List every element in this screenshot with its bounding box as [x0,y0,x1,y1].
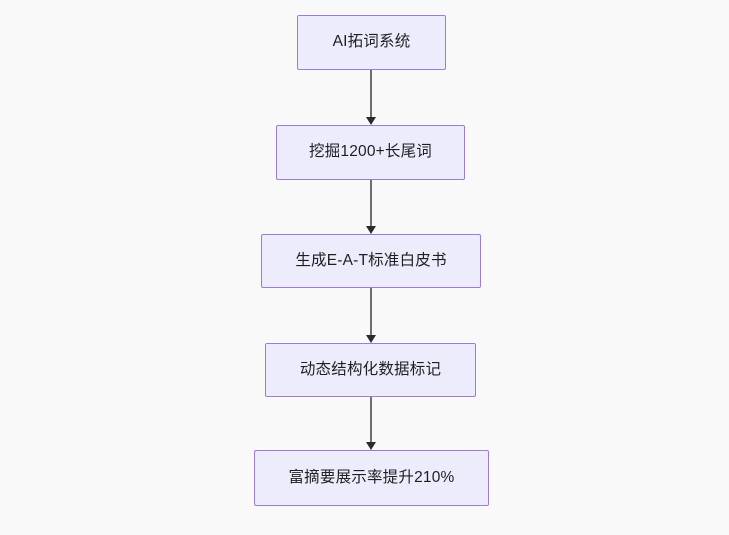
flow-node-2[interactable]: 挖掘1200+长尾词 [276,125,465,180]
flow-edge-2-to-3 [365,180,382,234]
flow-edge-4-to-5 [365,397,382,450]
edge-line [370,70,372,117]
flow-node-1-label: AI拓词系统 [332,33,411,51]
edge-line [370,397,372,442]
flow-node-4[interactable]: 动态结构化数据标记 [265,343,476,397]
arrowhead-icon [365,442,376,450]
arrowhead-icon [365,335,376,343]
flow-node-1[interactable]: AI拓词系统 [297,15,446,70]
flow-node-3-label: 生成E-A-T标准白皮书 [295,251,447,269]
arrowhead-icon [365,226,376,234]
flow-node-4-label: 动态结构化数据标记 [299,360,442,378]
flow-node-5[interactable]: 富摘要展示率提升210% [254,450,489,506]
edge-line [370,288,372,335]
flow-node-3[interactable]: 生成E-A-T标准白皮书 [261,234,481,288]
flow-edge-3-to-4 [365,288,382,343]
flow-node-2-label: 挖掘1200+长尾词 [308,143,433,161]
flow-node-5-label: 富摘要展示率提升210% [288,468,455,486]
arrowhead-icon [365,117,376,125]
edge-line [370,180,372,226]
flow-edge-1-to-2 [365,70,382,125]
